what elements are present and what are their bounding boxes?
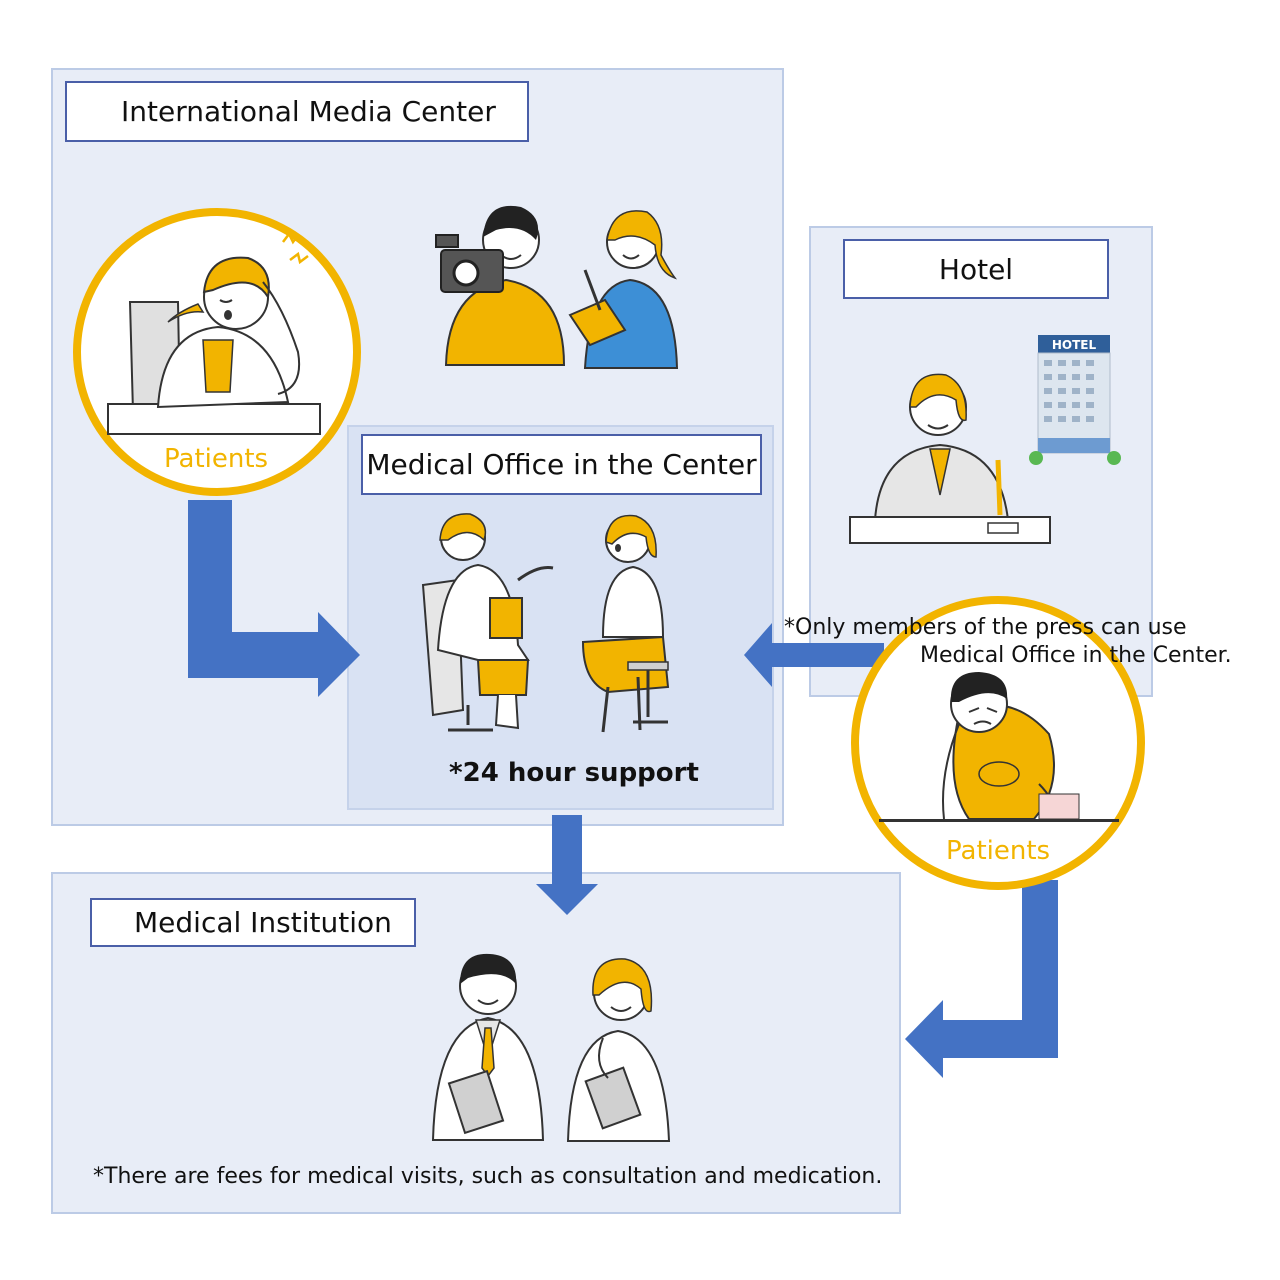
hotel-note-line2: Medical Office in the Center.	[920, 643, 1232, 668]
arrow-hotel-to-office	[744, 623, 884, 687]
hotel-title: Hotel	[843, 239, 1109, 299]
arrow-patient-to-office	[188, 500, 360, 697]
medical-office-title: Medical Office in the Center	[361, 434, 762, 495]
media-center-title: International Media Center	[65, 81, 529, 142]
arrow-hotel-patient-to-institution	[905, 880, 1058, 1078]
hotel-note-line1: *Only members of the press can use	[784, 615, 1187, 640]
camera-operator-icon	[435, 205, 566, 366]
sick-man-icon	[851, 596, 1145, 890]
female-doctor-icon	[566, 958, 671, 1142]
fee-note: *There are fees for medical visits, such…	[93, 1164, 883, 1189]
support-note: *24 hour support	[449, 758, 699, 788]
doctor-icon	[421, 513, 554, 732]
hotel-sign: HOTEL	[1052, 338, 1097, 352]
arrow-office-to-institution	[536, 815, 598, 915]
sick-woman-icon	[73, 208, 361, 496]
male-doctor-icon	[431, 953, 545, 1141]
hotel-building-icon: HOTEL	[1029, 335, 1121, 465]
reporter-icon	[568, 210, 679, 369]
patient-icon	[581, 514, 670, 733]
medical-institution-title: Medical Institution	[90, 898, 416, 947]
receptionist-icon	[849, 373, 1051, 544]
media-center-patients-label: Patients	[164, 444, 269, 474]
hotel-patients-label: Patients	[946, 836, 1051, 866]
